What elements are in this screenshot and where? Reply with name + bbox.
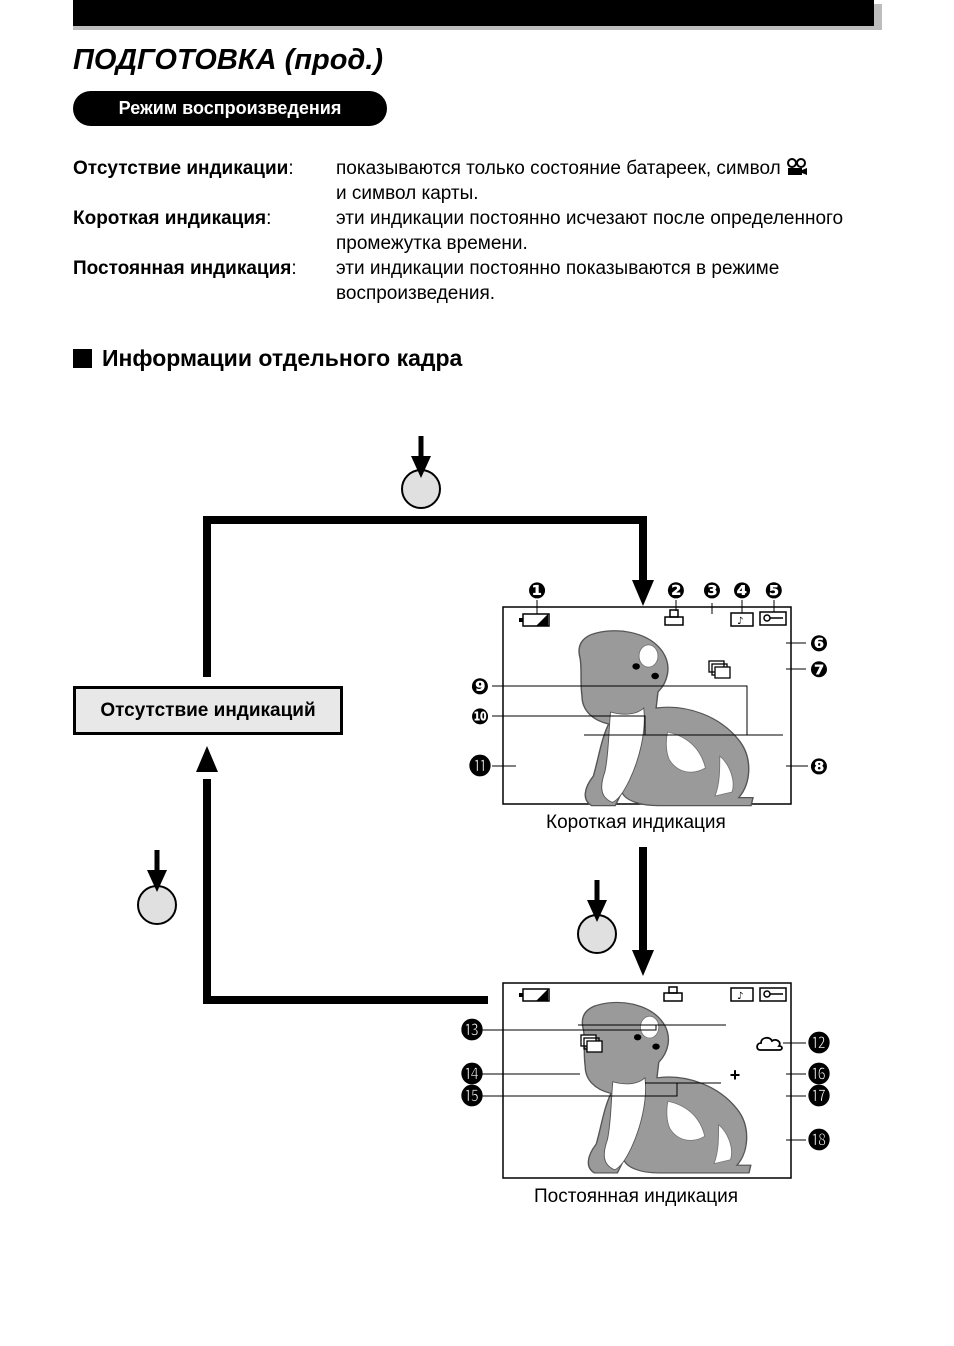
- callout-11: ⓫: [469, 755, 491, 780]
- permanent-display-screen: ♪ +: [482, 982, 806, 1179]
- sequence-icon: [708, 660, 731, 679]
- definition-desc: показываются только состояние батареек, …: [336, 158, 781, 179]
- callout-13: ⓭: [461, 1018, 483, 1044]
- button-press-indicator: [577, 880, 617, 954]
- definition-row: Отсутствие индикации: показываются тольк…: [73, 156, 893, 206]
- no-display-box: Отсутствие индикаций: [73, 686, 343, 735]
- callout-12: ⓬: [808, 1031, 830, 1057]
- protect-key-icon: [759, 611, 787, 626]
- callout-15: ⓯: [461, 1085, 483, 1110]
- short-display-caption: Короткая индикация: [546, 812, 726, 833]
- sequence-icon: [580, 1034, 603, 1053]
- header-bar-shadow: [874, 4, 882, 30]
- short-display-screen: ♪: [492, 600, 808, 807]
- button-press-indicator: [137, 850, 177, 925]
- callout-18: ⓲: [808, 1128, 830, 1154]
- callout-5: ❺: [765, 579, 784, 604]
- callout-14: ⓮: [461, 1063, 483, 1088]
- callout-4: ❹: [733, 579, 752, 604]
- movie-icon: [786, 158, 808, 176]
- mode-badge: Режим воспроизведения: [73, 91, 387, 126]
- protect-key-icon: [759, 987, 787, 1002]
- svg-text:♪: ♪: [737, 616, 743, 627]
- square-bullet-icon: [73, 349, 92, 368]
- definition-term: Короткая индикация: [73, 208, 267, 229]
- svg-text:♪: ♪: [737, 991, 743, 1002]
- callout-16: ⓰: [808, 1062, 830, 1088]
- definition-list: Отсутствие индикации: показываются тольк…: [73, 156, 893, 306]
- flow-lines: [203, 516, 647, 1004]
- callout-1: ❶: [528, 579, 547, 604]
- definition-desc: эти индикации постоянно исчезают после о…: [336, 208, 844, 254]
- callout-2: ❷: [667, 579, 686, 604]
- button-press-indicator: [401, 436, 441, 509]
- callout-7: ❼: [810, 658, 829, 683]
- definition-desc: эти индикации постоянно показываются в р…: [336, 258, 780, 304]
- arrow-down-icon: [632, 580, 654, 606]
- header-bar-shadow-bottom: [73, 26, 882, 30]
- battery-icon: [519, 613, 550, 627]
- section-heading: Информации отдельного кадра: [73, 345, 462, 372]
- callout-8: ❽: [810, 755, 829, 780]
- page-title: ПОДГОТОВКА (прод.): [73, 44, 384, 76]
- callout-17: ⓱: [808, 1085, 830, 1110]
- battery-icon: [519, 988, 550, 1002]
- print-icon: [664, 609, 684, 626]
- permanent-display-caption: Постоянная индикация: [534, 1186, 739, 1207]
- callout-6: ❻: [810, 632, 829, 657]
- print-icon: [663, 986, 683, 1002]
- callout-9: ❾: [471, 675, 490, 700]
- header-bar: [73, 0, 874, 26]
- definition-desc-cont: и символ карты.: [336, 183, 479, 204]
- cloud-icon: [756, 1036, 783, 1051]
- definition-term: Постоянная индикация: [73, 258, 292, 279]
- definition-term: Отсутствие индикации: [73, 158, 289, 179]
- callout-3: ❸: [703, 579, 722, 604]
- sound-icon: ♪: [730, 987, 754, 1002]
- definition-row: Постоянная индикация: эти индикации пост…: [73, 256, 893, 306]
- callout-10: ❿: [471, 705, 490, 730]
- arrow-down-icon: [632, 950, 654, 976]
- definition-row: Короткая индикация: эти индикации постоя…: [73, 206, 893, 256]
- arrow-up-icon: [196, 746, 218, 772]
- plus-sign: +: [730, 1065, 741, 1085]
